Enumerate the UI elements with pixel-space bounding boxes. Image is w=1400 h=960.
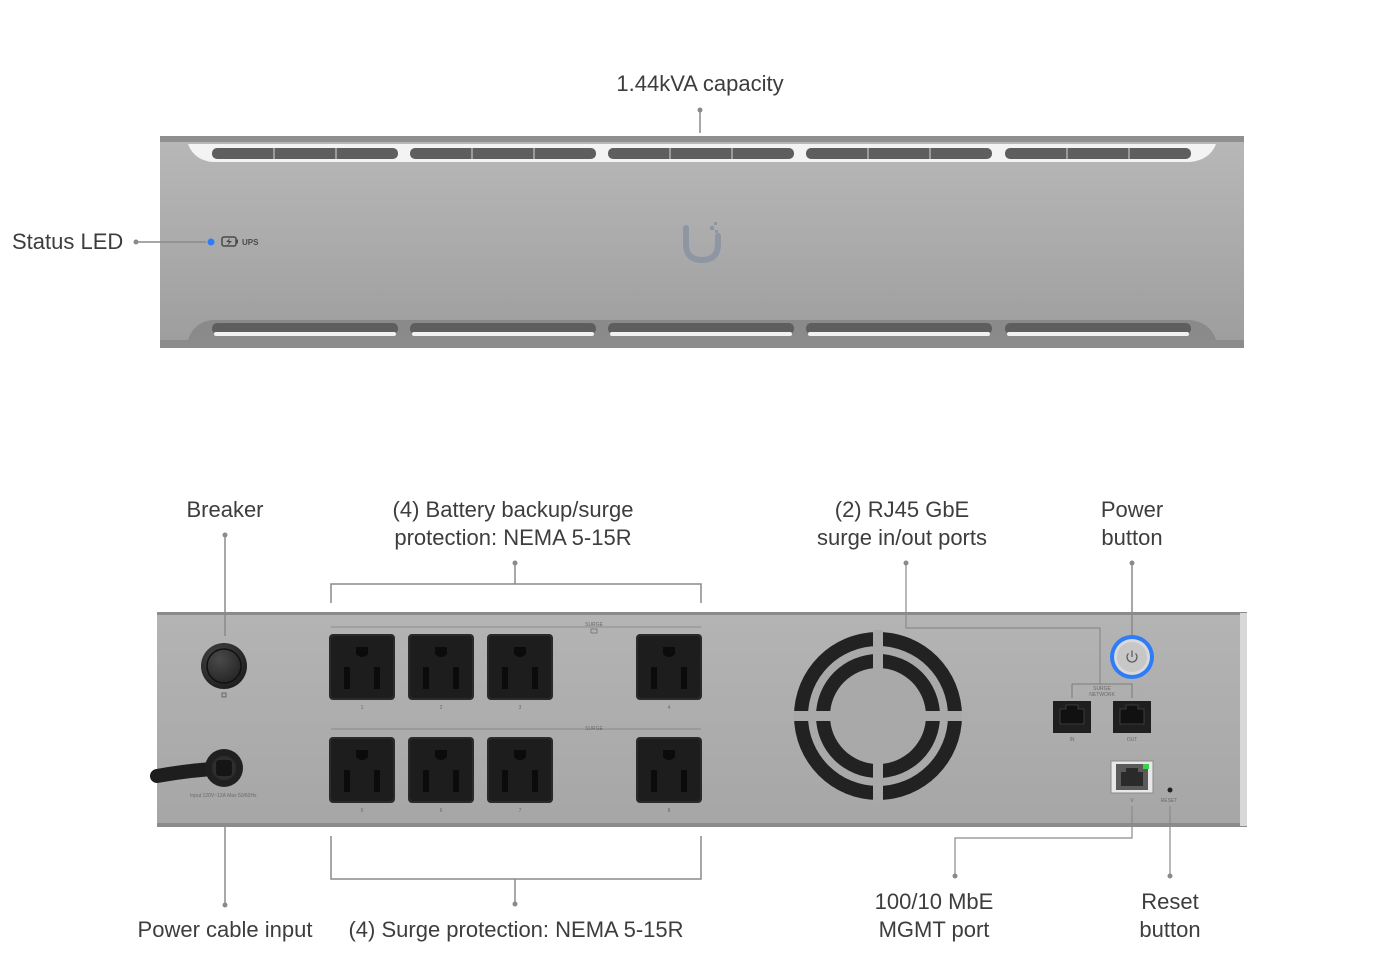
fan-grille xyxy=(794,630,962,802)
outlet-number-3: 3 xyxy=(519,705,522,711)
reset-button[interactable] xyxy=(1167,787,1173,793)
reset-button-label-line1: Reset xyxy=(1141,889,1199,914)
breaker-label: Breaker xyxy=(186,497,264,522)
mgmt-leader xyxy=(954,806,1133,876)
port-in-label: IN xyxy=(1070,737,1075,743)
power-button-label-line1: Power xyxy=(1100,497,1164,522)
mgmt-port-label-line2: MGMT port xyxy=(878,917,990,942)
outlet-number-1: 1 xyxy=(361,705,364,711)
rj45-ports-label-line2: surge in/out ports xyxy=(817,525,987,550)
ubiquiti-logo-icon xyxy=(683,222,721,264)
surge-outlets-bracket xyxy=(330,836,702,904)
mgmt-link-led xyxy=(1143,764,1149,769)
battery-outlet-3[interactable] xyxy=(487,634,553,700)
rj45-out-port[interactable] xyxy=(1113,701,1151,733)
input-rating-text: Input 120V~12A Max 50/60Hz xyxy=(190,793,257,799)
surge-outlet-5[interactable] xyxy=(329,737,395,803)
outlet-number-2: 2 xyxy=(440,705,443,711)
svg-text:V: V xyxy=(1130,798,1134,804)
battery-outlets-label-line2: protection: NEMA 5-15R xyxy=(394,525,632,550)
battery-outlet-4[interactable] xyxy=(636,634,702,700)
power-button-label-line2: button xyxy=(1101,525,1163,550)
capacity-label: 1.44kVA capacity xyxy=(616,71,784,96)
reset-button-label-line2: button xyxy=(1139,917,1201,942)
surge-outlets-row xyxy=(329,737,702,803)
ups-led-text: UPS xyxy=(242,238,259,247)
battery-outlet-2[interactable] xyxy=(408,634,474,700)
surge-outlet-6[interactable] xyxy=(408,737,474,803)
front-body xyxy=(160,136,1244,348)
power-cable-input-label: Power cable input xyxy=(137,917,313,942)
status-led-dot xyxy=(207,238,215,246)
outlet-number-7: 7 xyxy=(519,808,522,814)
surge-outlets-label: (4) Surge protection: NEMA 5-15R xyxy=(348,917,684,942)
mgmt-port-label-line1: 100/10 MbE xyxy=(874,889,994,914)
rj45-in-port[interactable] xyxy=(1053,701,1091,733)
battery-outlets-row xyxy=(329,634,702,700)
battery-outlets-bracket xyxy=(330,563,702,603)
breaker-knob[interactable] xyxy=(201,643,247,689)
mgmt-port[interactable] xyxy=(1110,760,1154,794)
surge-battery-header: SURGE xyxy=(585,622,603,628)
network-header-line2: NETWORK xyxy=(1089,692,1115,698)
surge-header: SURGE xyxy=(585,726,603,732)
status-led-label: Status LED xyxy=(12,229,124,254)
reset-button-label: Reset button xyxy=(1139,888,1200,944)
battery-outlet-1[interactable] xyxy=(329,634,395,700)
surge-outlet-8[interactable] xyxy=(636,737,702,803)
surge-outlet-7[interactable] xyxy=(487,737,553,803)
network-header-line1: SURGE xyxy=(1093,686,1111,692)
outlet-number-5: 5 xyxy=(361,808,364,814)
outlet-number-8: 8 xyxy=(668,808,671,814)
rj45-ports-label: (2) RJ45 GbE surge in/out ports xyxy=(817,496,987,552)
bottom-vents xyxy=(212,323,1191,334)
power-icon xyxy=(1126,650,1138,663)
top-vents xyxy=(212,148,1191,159)
outlet-number-6: 6 xyxy=(440,808,443,814)
battery-bolt-icon xyxy=(221,236,238,247)
reset-text: RESET xyxy=(1161,798,1178,804)
battery-outlets-label-line1: (4) Battery backup/surge xyxy=(392,497,634,522)
power-cable xyxy=(150,749,243,787)
power-button-label: Power button xyxy=(1101,496,1163,552)
rj45-leader xyxy=(905,563,1101,684)
port-out-label: OUT xyxy=(1127,737,1138,743)
mgmt-port-label: 100/10 MbE MGMT port xyxy=(875,888,994,944)
outlet-number-4: 4 xyxy=(668,705,671,711)
battery-outlets-label: (4) Battery backup/surge protection: NEM… xyxy=(393,496,634,552)
rj45-ports-label-line1: (2) RJ45 GbE xyxy=(834,497,970,522)
